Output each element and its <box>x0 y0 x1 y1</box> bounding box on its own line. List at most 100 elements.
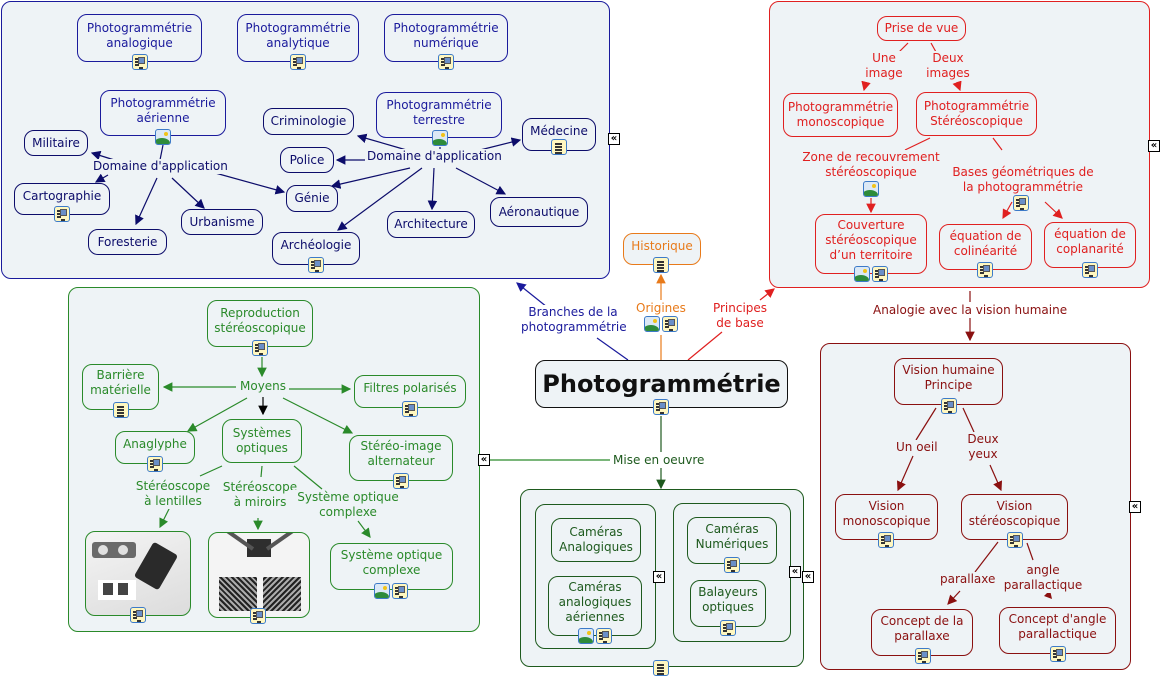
node-architecture[interactable]: Architecture <box>387 211 475 238</box>
image-icon[interactable] <box>374 583 390 599</box>
stereo-card-img-right <box>118 583 128 595</box>
node-icons <box>374 583 408 599</box>
node-icons <box>308 257 324 273</box>
node-foresterie[interactable]: Foresterie <box>88 229 167 255</box>
node-photogrammetrie-stereoscopique[interactable]: Photogrammétrie Stéréoscopique <box>916 92 1037 136</box>
node-label: Vision humaine Principe <box>902 362 995 392</box>
mirror-stereoscope-top <box>247 539 271 557</box>
node-couverture-stereoscopique[interactable]: Couverture stéréoscopique d’un territoir… <box>815 214 927 274</box>
node-icons <box>113 402 129 418</box>
expand-collapse-principles-icon[interactable]: « <box>1148 140 1160 152</box>
node-historique[interactable]: Historique <box>623 233 701 265</box>
node-police[interactable]: Police <box>280 147 334 173</box>
expand-collapse-vision-icon[interactable]: « <box>1129 501 1141 513</box>
document-image-icon[interactable] <box>977 262 993 278</box>
document-image-icon[interactable] <box>438 54 454 70</box>
node-icons <box>1082 262 1098 278</box>
document-image-icon[interactable] <box>915 648 931 664</box>
link-zone-recouvrement: Zone de recouvrement stéréoscopique <box>798 150 944 180</box>
node-label: Photogrammétrie Stéréoscopique <box>923 99 1030 128</box>
node-cameras-numeriques[interactable]: Caméras Numériques <box>687 517 777 564</box>
document-image-icon[interactable] <box>941 398 957 414</box>
document-image-icon[interactable] <box>147 456 163 472</box>
node-vision-humaine-principe[interactable]: Vision humaine Principe <box>894 358 1003 405</box>
node-systeme-optique-complexe[interactable]: Système optique complexe <box>330 543 453 590</box>
expand-collapse-implementation-icon[interactable]: « <box>802 571 814 583</box>
document-image-icon[interactable] <box>402 401 418 417</box>
document-image-icon[interactable] <box>662 316 678 332</box>
node-icons <box>653 660 669 676</box>
expand-collapse-analog-group-icon[interactable]: « <box>653 571 665 583</box>
document-image-icon[interactable] <box>596 628 612 644</box>
document-icon[interactable] <box>653 257 669 273</box>
image-icon[interactable] <box>863 181 879 197</box>
photo-stereoscope-miroirs[interactable] <box>208 532 310 618</box>
node-systemes-optiques[interactable]: Systèmes optiques <box>222 419 302 463</box>
link-origins: Origines <box>634 301 688 316</box>
node-photogrammetrie-aerienne[interactable]: Photogrammétrie aérienne <box>100 90 226 136</box>
node-label: Prise de vue <box>884 21 959 35</box>
document-image-icon[interactable] <box>290 54 306 70</box>
node-cameras-analogiques[interactable]: Caméras Analogiques <box>551 518 641 562</box>
document-image-icon[interactable] <box>250 608 266 624</box>
node-genie[interactable]: Génie <box>286 185 338 212</box>
node-cartographie[interactable]: Cartographie <box>14 183 110 215</box>
node-icons <box>252 340 268 356</box>
document-image-icon[interactable] <box>720 620 736 636</box>
node-label: Photogrammétrie monoscopique <box>787 100 894 129</box>
image-icon[interactable] <box>854 266 870 282</box>
node-urbanisme[interactable]: Urbanisme <box>181 209 263 235</box>
document-image-icon[interactable] <box>308 257 324 273</box>
node-barriere-materielle[interactable]: Barrière matérielle <box>82 364 159 410</box>
document-image-icon[interactable] <box>1007 532 1023 548</box>
photo-stereoscope-lentilles[interactable] <box>85 531 191 616</box>
node-stereo-image-alternateur[interactable]: Stéréo-image alternateur <box>349 435 453 481</box>
node-label: Vision monoscopique <box>842 499 931 528</box>
document-image-icon[interactable] <box>1082 262 1098 278</box>
document-image-icon[interactable] <box>393 473 409 489</box>
node-label: Concept de la parallaxe <box>880 613 964 643</box>
expand-collapse-reproduction-icon[interactable]: « <box>478 454 490 466</box>
node-prise-de-vue[interactable]: Prise de vue <box>877 16 966 41</box>
node-photogrammetrie-monoscopique[interactable]: Photogrammétrie monoscopique <box>783 93 898 137</box>
document-image-icon[interactable] <box>1050 646 1066 662</box>
document-image-icon[interactable] <box>392 583 408 599</box>
node-photogrammetrie-analogique[interactable]: Photogrammétrie analogique <box>77 14 202 62</box>
document-image-icon[interactable] <box>130 607 146 623</box>
document-image-icon[interactable] <box>653 399 669 415</box>
node-militaire[interactable]: Militaire <box>24 130 88 156</box>
document-icon[interactable] <box>653 660 669 676</box>
document-icon[interactable] <box>113 402 129 418</box>
node-vision-monoscopique[interactable]: Vision monoscopique <box>835 494 938 540</box>
node-equation-coplanarite[interactable]: équation de coplanarité <box>1044 222 1136 268</box>
node-concept-parallaxe[interactable]: Concept de la parallaxe <box>871 609 973 656</box>
link-domaine-application-aerial: Domaine d'application <box>91 159 230 174</box>
document-image-icon[interactable] <box>1013 195 1029 211</box>
document-image-icon[interactable] <box>878 532 894 548</box>
document-image-icon[interactable] <box>872 266 888 282</box>
node-label: Caméras analogiques aériennes <box>558 579 632 624</box>
image-icon[interactable] <box>155 129 171 145</box>
node-icons <box>402 401 418 417</box>
image-icon[interactable] <box>644 316 660 332</box>
central-topic-label: Photogrammétrie <box>542 369 781 398</box>
expand-collapse-branches-icon[interactable]: « <box>608 133 620 145</box>
node-icons <box>155 129 171 145</box>
node-aeronautique[interactable]: Aéronautique <box>490 197 588 227</box>
document-image-icon[interactable] <box>252 340 268 356</box>
node-cameras-analogiques-aeriennes[interactable]: Caméras analogiques aériennes <box>548 576 642 636</box>
expand-collapse-digital-group-icon[interactable]: « <box>789 566 801 578</box>
image-icon[interactable] <box>432 130 448 146</box>
node-label: Anaglyphe <box>123 437 187 451</box>
document-image-icon[interactable] <box>724 557 740 573</box>
document-icon[interactable] <box>551 139 567 155</box>
document-image-icon[interactable] <box>132 54 148 70</box>
node-criminologie[interactable]: Criminologie <box>263 108 354 135</box>
node-vision-stereoscopique[interactable]: Vision stéréoscopique <box>961 494 1068 540</box>
node-archeologie[interactable]: Archéologie <box>272 232 360 265</box>
node-reproduction-stereoscopique[interactable]: Reproduction stéréoscopique <box>207 300 313 347</box>
document-image-icon[interactable] <box>54 206 70 222</box>
node-label: Systèmes optiques <box>232 426 292 455</box>
node-label: Photogrammétrie terrestre <box>386 98 492 127</box>
image-icon[interactable] <box>578 628 594 644</box>
